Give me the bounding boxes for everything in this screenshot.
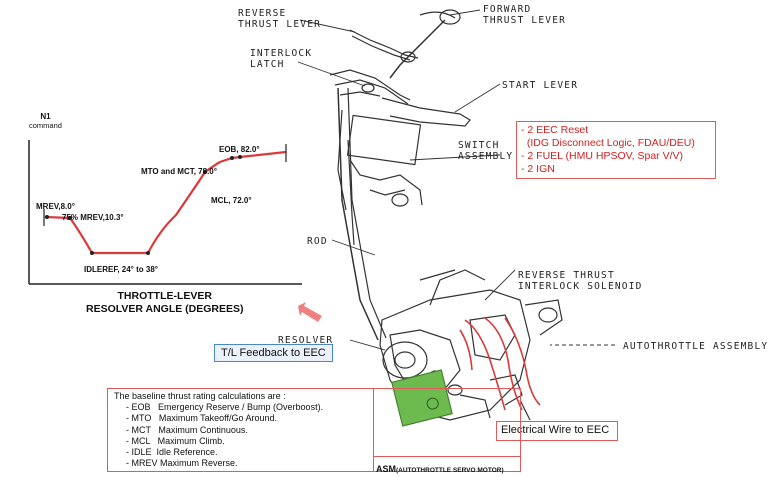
label-mrev: MREV,8.0° bbox=[36, 202, 75, 211]
label-switch-assembly: SWITCH ASSEMBLY bbox=[458, 140, 514, 162]
point-eob bbox=[238, 155, 242, 159]
thrust-rating-legend: The baseline thrust rating calculations … bbox=[107, 388, 374, 472]
throttle-mechanism-drawing bbox=[297, 9, 615, 421]
pointer-arrow-icon bbox=[298, 302, 322, 322]
switch-functions-callout: - 2 EEC Reset (IDG Disconnect Logic, FDA… bbox=[516, 121, 716, 179]
n1-curve bbox=[44, 150, 287, 255]
legend-item-mto: - MTO Maximum Takeoff/Go Around. bbox=[126, 413, 278, 424]
asm-label-small: (AUTOTHROTTLE SERVO MOTOR) bbox=[396, 467, 504, 474]
label-start-lever: START LEVER bbox=[502, 80, 579, 91]
label-eob: EOB, 82.0° bbox=[219, 145, 260, 154]
asm-callout-frame bbox=[373, 388, 521, 472]
label-resolver: RESOLVER bbox=[278, 335, 334, 346]
point-mcl bbox=[203, 170, 207, 174]
label-interlock-latch: INTERLOCK LATCH bbox=[250, 48, 313, 70]
switch-item-1: - 2 EEC Reset bbox=[521, 124, 589, 136]
legend-item-eob: - EOB Emergency Reserve / Bump (Overboos… bbox=[126, 402, 324, 413]
legend-item-idle: - IDLE Idle Reference. bbox=[126, 447, 218, 458]
label-idleref: IDLEREF, 24° to 38° bbox=[84, 265, 158, 274]
electrical-wire-callout: Electrical Wire to EEC bbox=[496, 421, 618, 441]
tl-feedback-callout: T/L Feedback to EEC bbox=[214, 344, 333, 362]
label-mto-mct: MTO and MCT, 78.0° bbox=[141, 167, 217, 176]
label-forward-thrust-lever: FORWARD THRUST LEVER bbox=[483, 4, 567, 26]
legend-heading: The baseline thrust rating calculations … bbox=[114, 391, 286, 401]
switch-item-3: - 2 FUEL (HMU HPSOV, Spar V/V) bbox=[521, 150, 684, 162]
point-idle-end bbox=[146, 251, 150, 255]
asm-label-bold: ASM bbox=[376, 464, 396, 474]
point-idle-start bbox=[90, 251, 94, 255]
legend-item-mcl: - MCL Maximum Climb. bbox=[126, 435, 225, 446]
asm-label: ASM(AUTOTHROTTLE SERVO MOTOR) bbox=[373, 456, 521, 474]
thrust-chart-svg bbox=[28, 140, 302, 285]
label-75-mrev: 75% MREV,10.3° bbox=[62, 213, 124, 222]
label-mcl: MCL, 72.0° bbox=[211, 196, 252, 205]
label-rod: ROD bbox=[307, 236, 328, 247]
label-autothrottle-assembly: AUTOTHROTTLE ASSEMBLY bbox=[623, 341, 769, 352]
label-reverse-thrust-lever: REVERSE THRUST LEVER bbox=[238, 8, 322, 30]
legend-item-mct: - MCT Maximum Continuous. bbox=[126, 424, 248, 435]
point-75-mrev bbox=[68, 216, 72, 220]
switch-item-2: (IDG Disconnect Logic, FDAU/DEU) bbox=[521, 137, 695, 149]
label-reverse-thrust-solenoid: REVERSE THRUST INTERLOCK SOLENOID bbox=[518, 270, 643, 292]
legend-item-mrev: - MREV Maximum Reverse. bbox=[126, 458, 238, 469]
y-axis-label: N1 command bbox=[29, 112, 62, 130]
switch-item-4: - 2 IGN bbox=[521, 163, 555, 175]
point-mrev bbox=[45, 215, 49, 219]
chart-title: THROTTLE-LEVER RESOLVER ANGLE (DEGREES) bbox=[86, 290, 244, 315]
point-mto-mct bbox=[230, 156, 234, 160]
